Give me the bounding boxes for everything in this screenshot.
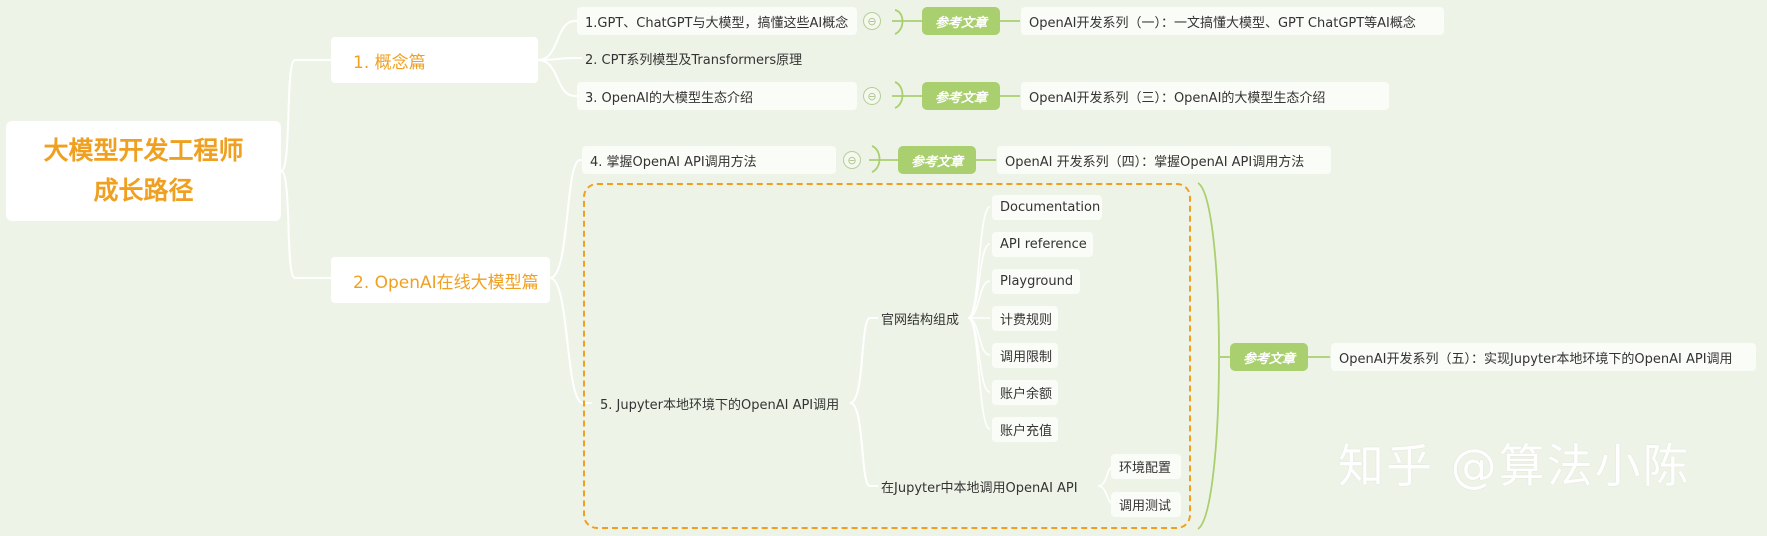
node-env-config[interactable]: 环境配置 bbox=[1111, 454, 1181, 479]
node-account-balance-label: 账户余额 bbox=[1000, 387, 1053, 402]
node-env-config-label: 环境配置 bbox=[1119, 461, 1172, 476]
ref-tag-label: 参考文章 bbox=[1242, 351, 1295, 367]
node-concepts-label: 1. 概念篇 bbox=[353, 52, 426, 73]
root-title-line2: 成长路径 bbox=[93, 176, 194, 205]
node-billing-rules[interactable]: 计费规则 bbox=[992, 306, 1058, 331]
node-call-test[interactable]: 调用测试 bbox=[1111, 492, 1181, 517]
zhihu-watermark: 知乎 @算法小陈 bbox=[1338, 439, 1691, 493]
node-rate-limits-label: 调用限制 bbox=[1000, 350, 1053, 365]
ref-tag-5[interactable]: 参考文章 bbox=[1230, 343, 1308, 371]
collapse-glyph: ⊖ bbox=[867, 14, 877, 28]
node-item-5-label: 5. Jupyter本地环境下的OpenAI API调用 bbox=[600, 397, 840, 413]
node-item-4-label: 4. 掌握OpenAI API调用方法 bbox=[590, 154, 757, 170]
ref-article-3-label: OpenAI开发系列（三）：OpenAI的大模型生态介绍 bbox=[1029, 90, 1326, 106]
node-item-2-label: 2. CPT系列模型及Transformers原理 bbox=[585, 52, 803, 68]
node-documentation-label: Documentation bbox=[1000, 200, 1101, 215]
node-site-structure[interactable]: 官网结构组成 bbox=[873, 305, 968, 331]
node-local-call-label: 在Jupyter中本地调用OpenAI API bbox=[881, 480, 1078, 496]
node-account-topup[interactable]: 账户充值 bbox=[992, 417, 1058, 442]
node-account-topup-label: 账户充值 bbox=[1000, 424, 1053, 439]
node-openai-online[interactable]: 2. OpenAI在线大模型篇 bbox=[331, 257, 550, 303]
ref-article-1[interactable]: OpenAI开发系列（一）：一文搞懂大模型、GPT ChatGPT等AI概念 bbox=[1021, 7, 1444, 35]
node-openai-online-label: 2. OpenAI在线大模型篇 bbox=[353, 272, 539, 293]
node-item-3[interactable]: 3. OpenAI的大模型生态介绍 bbox=[577, 82, 857, 110]
node-local-call[interactable]: 在Jupyter中本地调用OpenAI API bbox=[873, 473, 1098, 499]
ref-tag-label: 参考文章 bbox=[934, 90, 987, 106]
node-item-2[interactable]: 2. CPT系列模型及Transformers原理 bbox=[577, 44, 821, 72]
ref-tag-label: 参考文章 bbox=[910, 154, 963, 170]
collapse-icon[interactable]: ⊖ bbox=[863, 87, 881, 105]
node-call-test-label: 调用测试 bbox=[1119, 499, 1172, 514]
ref-tag-3[interactable]: 参考文章 bbox=[922, 82, 1000, 110]
root-node[interactable]: 大模型开发工程师 成长路径 bbox=[6, 121, 281, 221]
node-site-structure-label: 官网结构组成 bbox=[881, 312, 960, 328]
summary-boundary bbox=[583, 183, 1191, 529]
node-item-1-label: 1.GPT、ChatGPT与大模型，搞懂这些AI概念 bbox=[585, 15, 849, 31]
ref-tag-label: 参考文章 bbox=[934, 15, 987, 31]
node-playground[interactable]: Playground bbox=[992, 269, 1080, 294]
node-rate-limits[interactable]: 调用限制 bbox=[992, 343, 1058, 368]
node-playground-label: Playground bbox=[1000, 274, 1074, 289]
ref-article-4-label: OpenAI 开发系列（四）：掌握OpenAI API调用方法 bbox=[1005, 154, 1305, 170]
ref-article-5[interactable]: OpenAI开发系列（五）：实现Jupyter本地环境下的OpenAI API调… bbox=[1331, 343, 1756, 371]
collapse-glyph: ⊖ bbox=[867, 89, 877, 103]
node-api-reference-label: API reference bbox=[1000, 237, 1087, 252]
collapse-glyph: ⊖ bbox=[847, 153, 857, 167]
node-billing-rules-label: 计费规则 bbox=[1000, 313, 1053, 328]
ref-article-1-label: OpenAI开发系列（一）：一文搞懂大模型、GPT ChatGPT等AI概念 bbox=[1029, 15, 1416, 31]
collapse-icon[interactable]: ⊖ bbox=[863, 12, 881, 30]
node-item-1[interactable]: 1.GPT、ChatGPT与大模型，搞懂这些AI概念 bbox=[577, 7, 857, 35]
ref-tag-1[interactable]: 参考文章 bbox=[922, 7, 1000, 35]
node-item-4[interactable]: 4. 掌握OpenAI API调用方法 bbox=[582, 146, 836, 174]
node-item-3-label: 3. OpenAI的大模型生态介绍 bbox=[585, 90, 753, 106]
node-item-5[interactable]: 5. Jupyter本地环境下的OpenAI API调用 bbox=[592, 388, 850, 418]
root-title-line1: 大模型开发工程师 bbox=[43, 136, 244, 165]
node-api-reference[interactable]: API reference bbox=[992, 232, 1093, 257]
node-documentation[interactable]: Documentation bbox=[992, 195, 1102, 220]
node-concepts[interactable]: 1. 概念篇 bbox=[331, 37, 538, 83]
node-account-balance[interactable]: 账户余额 bbox=[992, 380, 1058, 405]
ref-article-5-label: OpenAI开发系列（五）：实现Jupyter本地环境下的OpenAI API调… bbox=[1339, 351, 1733, 367]
collapse-icon[interactable]: ⊖ bbox=[843, 151, 861, 169]
ref-tag-4[interactable]: 参考文章 bbox=[898, 146, 976, 174]
ref-article-4[interactable]: OpenAI 开发系列（四）：掌握OpenAI API调用方法 bbox=[997, 146, 1331, 174]
ref-article-3[interactable]: OpenAI开发系列（三）：OpenAI的大模型生态介绍 bbox=[1021, 82, 1389, 110]
